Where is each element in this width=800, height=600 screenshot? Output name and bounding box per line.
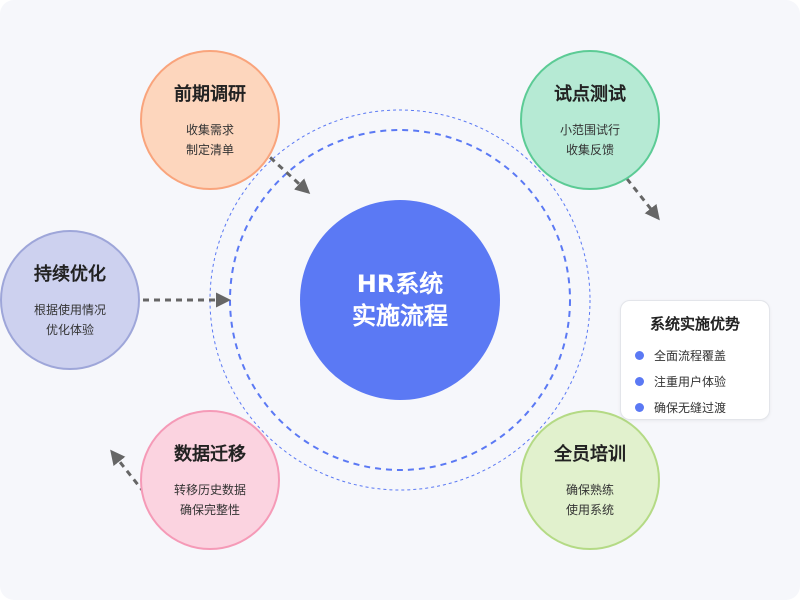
stage-desc-line1: 确保熟练 (565, 483, 614, 497)
legend-item: 确保无缝过渡 (635, 394, 755, 420)
stage-research: 前期调研 收集需求 制定清单 (140, 50, 280, 190)
stage-desc-line2: 使用系统 (565, 503, 614, 517)
legend-item-label: 确保无缝过渡 (654, 400, 727, 415)
bullet-dot-icon (635, 402, 644, 412)
bullet-dot-icon (635, 376, 644, 386)
stage-desc-line1: 收集需求 (185, 123, 234, 137)
stage-desc-line2: 收集反馈 (565, 143, 614, 157)
stage-optimization: 持续优化 根据使用情况 优化体验 (0, 230, 140, 370)
stage-training: 全员培训 确保熟练 使用系统 (520, 410, 660, 550)
center-title-line1: HR系统 (356, 270, 444, 298)
stage-desc-line1: 小范围试行 (559, 123, 620, 137)
stage-desc-line1: 转移历史数据 (173, 483, 246, 497)
legend-item: 注重用户体验 (635, 368, 755, 394)
center-title-line2: 实施流程 (352, 302, 448, 330)
stage-data-migration: 数据迁移 转移历史数据 确保完整性 (140, 410, 280, 550)
stage-desc-line1: 根据使用情况 (33, 303, 106, 317)
stage-title: 持续优化 (34, 264, 106, 285)
legend-item-label: 全面流程覆盖 (654, 348, 727, 363)
stage-title: 试点测试 (554, 84, 626, 105)
stage-desc-line2: 确保完整性 (179, 503, 240, 517)
stage-pilot-test: 试点测试 小范围试行 收集反馈 (520, 50, 660, 190)
advantages-legend: 系统实施优势 全面流程覆盖 注重用户体验 确保无缝过渡 (620, 300, 770, 420)
stage-desc-line2: 优化体验 (45, 323, 94, 337)
stage-desc-line2: 制定清单 (185, 143, 234, 157)
stage-title: 前期调研 (174, 84, 246, 105)
legend-item-label: 注重用户体验 (654, 374, 727, 389)
legend-item: 全面流程覆盖 (635, 342, 755, 368)
bullet-dot-icon (635, 350, 644, 360)
stage-title: 全员培训 (554, 444, 626, 465)
stage-title: 数据迁移 (174, 444, 246, 465)
legend-title: 系统实施优势 (649, 315, 740, 333)
center-hub: HR系统 实施流程 (300, 200, 500, 400)
